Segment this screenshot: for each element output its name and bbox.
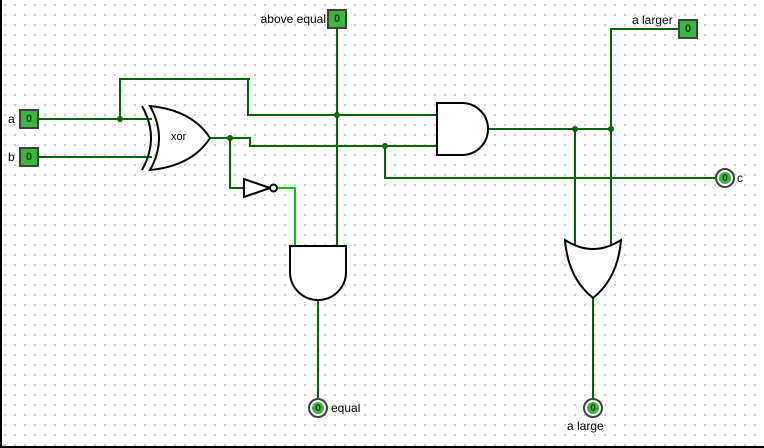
or-gate[interactable]	[563, 238, 623, 300]
wire-not-branch	[229, 137, 231, 189]
pin-b[interactable]: 0	[19, 147, 39, 167]
pin-c-value: 0	[719, 172, 731, 184]
junction-dot	[117, 116, 123, 122]
wire-and-output	[487, 128, 612, 130]
pin-c-label: c	[737, 171, 743, 185]
junction-dot	[227, 135, 233, 141]
wire-a-to-xor	[38, 118, 152, 120]
and-gate-bottom[interactable]	[289, 245, 347, 301]
wire-c-run	[384, 177, 716, 179]
wire-xor-output-jog	[249, 137, 251, 147]
pin-above-equal[interactable]: 0	[327, 9, 347, 29]
wire-equal-output	[317, 297, 319, 400]
wire-a-larger-vertical	[610, 28, 612, 248]
not-gate-bubble[interactable]	[269, 183, 278, 193]
junction-dot	[382, 143, 388, 149]
wire-a-top-run	[119, 78, 250, 80]
wire-b-to-xor	[38, 156, 152, 158]
pin-above-equal-value: 0	[333, 13, 341, 25]
wire-a-branch-up	[119, 78, 121, 120]
pin-equal[interactable]: 0	[308, 398, 328, 418]
wire-a-larger-horizontal	[610, 28, 680, 30]
pin-a[interactable]: 0	[19, 109, 39, 129]
pin-a-label: a	[8, 112, 15, 126]
junction-dot	[334, 112, 340, 118]
pin-c[interactable]: 0	[715, 168, 735, 188]
canvas-bottom-border	[0, 446, 764, 448]
pin-a-larger-label: a larger	[632, 13, 673, 27]
junction-dot	[572, 126, 578, 132]
wire-not-output-high	[277, 187, 296, 189]
pin-equal-label: equal	[331, 401, 361, 415]
junction-dot	[608, 126, 614, 132]
pin-a-large-value: 0	[587, 402, 599, 414]
wire-above-equal-vertical	[336, 28, 338, 247]
xor-gate-label: xor	[171, 131, 187, 143]
wire-a-large-output	[592, 296, 594, 400]
canvas-left-border	[0, 0, 2, 448]
wire-not-output-vertical-high	[294, 187, 296, 248]
wire-xor-to-and-input	[249, 145, 437, 147]
pin-above-equal-label: above equal	[260, 12, 326, 26]
wire-not-input	[229, 187, 246, 189]
pin-a-large-label: a large	[567, 419, 604, 433]
pin-a-larger-value: 0	[684, 23, 692, 35]
xor-gate-back-arc[interactable]	[141, 105, 152, 171]
pin-equal-value: 0	[312, 402, 324, 414]
pin-a-value: 0	[25, 113, 33, 125]
wire-c-branch	[384, 145, 386, 179]
pin-a-larger[interactable]: 0	[678, 19, 698, 39]
and-gate-top[interactable]	[436, 102, 489, 156]
wire-a-to-and-input	[247, 114, 437, 116]
wire-a-down-to-and	[247, 78, 249, 116]
wire-or-input-left	[574, 128, 576, 247]
not-gate-triangle[interactable]	[243, 177, 274, 199]
pin-b-value: 0	[25, 151, 33, 163]
pin-a-large[interactable]: 0	[583, 398, 603, 418]
pin-b-label: b	[8, 150, 15, 164]
